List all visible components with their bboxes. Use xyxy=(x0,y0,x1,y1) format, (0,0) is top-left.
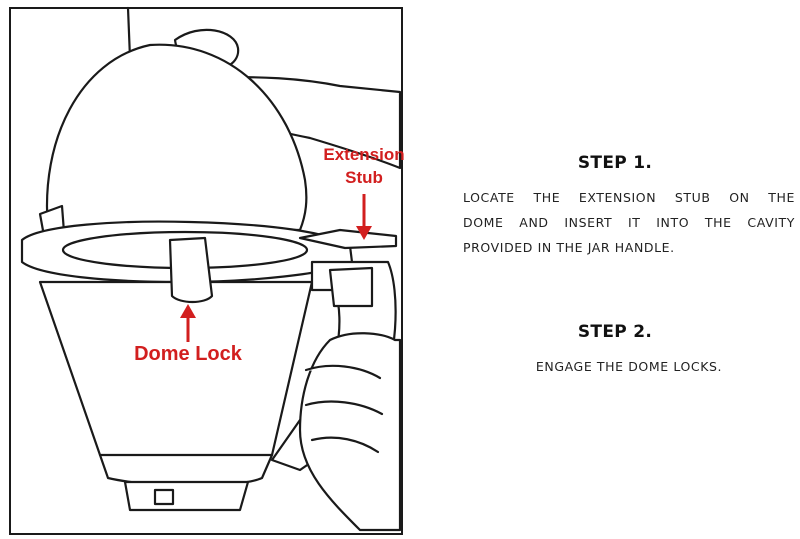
jar-foot xyxy=(123,480,250,512)
foot-button xyxy=(153,488,175,506)
finger-2 xyxy=(304,400,384,416)
hand-bottom xyxy=(298,332,402,532)
extension-stub-label-line2: Stub xyxy=(345,168,383,187)
dome xyxy=(45,43,308,232)
extension-arrow-head xyxy=(356,226,372,240)
dome-lock-arrow-head xyxy=(180,304,196,318)
dome-lock-label: Dome Lock xyxy=(134,343,242,365)
jar-body xyxy=(38,280,314,466)
step1-title: STEP 1. xyxy=(577,153,653,173)
handle-latch xyxy=(328,266,374,308)
extension-stub xyxy=(298,228,398,250)
dome-lock-tab xyxy=(168,236,214,304)
extension-stub-label-line1: Extension xyxy=(323,145,405,164)
finger-1 xyxy=(304,364,382,380)
step1-text-line3: PROVIDED IN THE JAR HANDLE. xyxy=(463,240,675,255)
finger-3 xyxy=(310,436,380,454)
step1-text-line2: DOME AND INSERT IT INTO THE CAVITY xyxy=(463,215,795,230)
step2-text-line1: ENGAGE THE DOME LOCKS. xyxy=(535,359,723,374)
step1-text-line1: LOCATE THE EXTENSION STUB ON THE xyxy=(463,190,795,205)
step2-title: STEP 2. xyxy=(577,322,653,342)
illustration-frame xyxy=(9,7,403,535)
